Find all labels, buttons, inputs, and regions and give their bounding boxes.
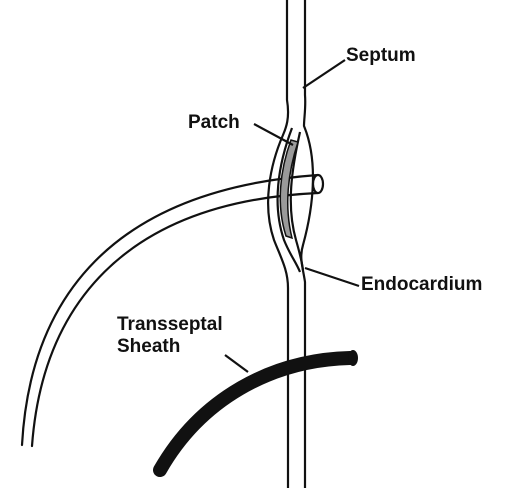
patch-leader xyxy=(254,124,293,145)
catheter-tube xyxy=(22,175,318,446)
sheath-end xyxy=(348,350,358,366)
septum-label: Septum xyxy=(346,45,416,67)
transseptal-sheath xyxy=(160,358,350,470)
endocardium-leader xyxy=(305,268,359,286)
sheath-label-line-2: Sheath xyxy=(117,336,223,358)
catheter-tube-end xyxy=(313,175,323,193)
sheath-leader xyxy=(225,355,248,372)
endocardium-label: Endocardium xyxy=(361,274,482,296)
septum-leader xyxy=(303,60,345,88)
septum-wall xyxy=(268,0,313,488)
sheath-label-line-1: Transseptal xyxy=(117,314,223,336)
transseptal-sheath-label: Transseptal Sheath xyxy=(117,314,223,358)
patch-label: Patch xyxy=(188,112,240,134)
